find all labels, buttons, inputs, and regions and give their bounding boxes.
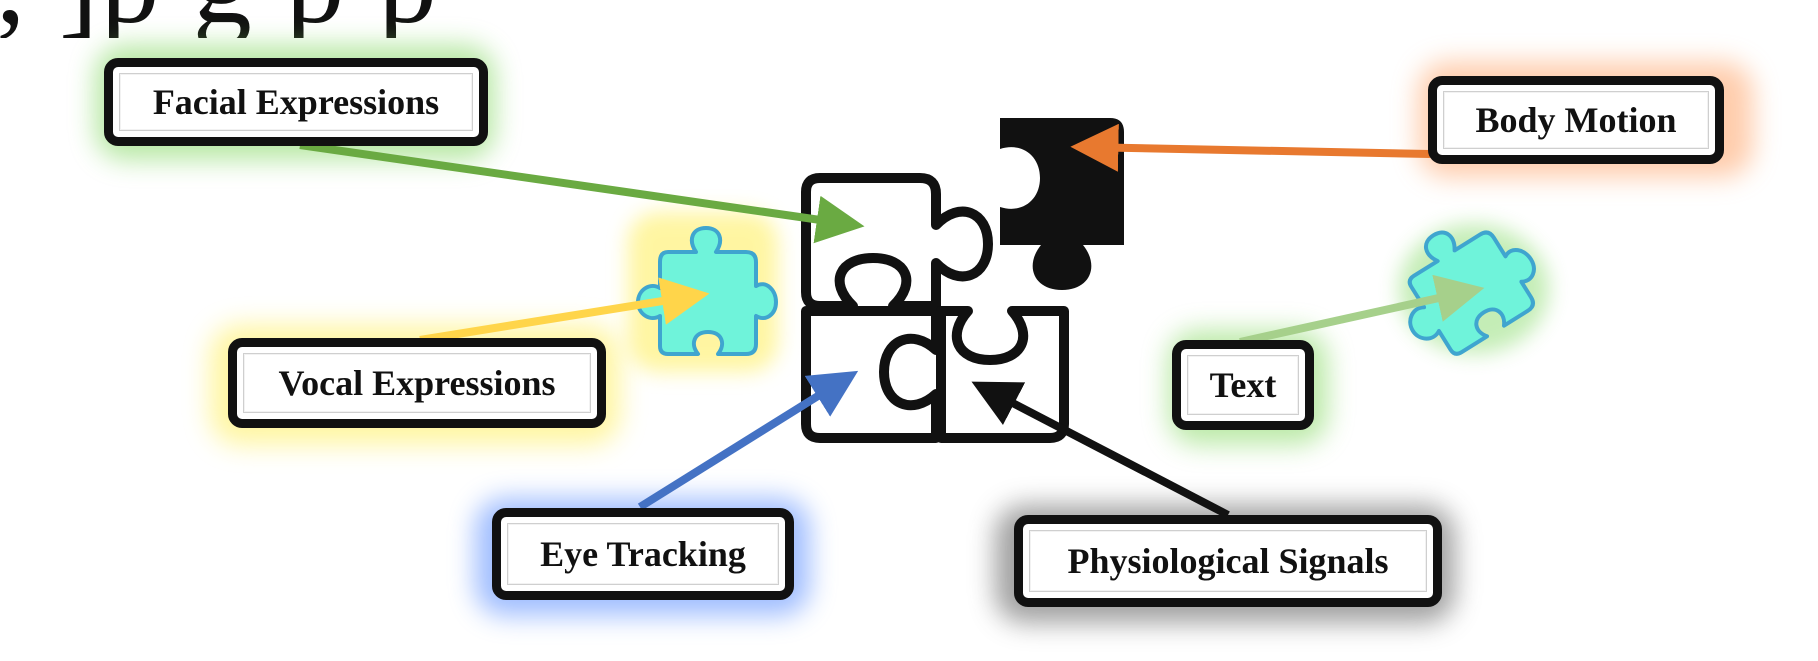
vocal-expressions-label: Vocal Expressions <box>228 338 606 428</box>
facial-expressions-text: Facial Expressions <box>119 73 473 131</box>
eye-tracking-text: Eye Tracking <box>507 523 779 585</box>
puzzle-piece-top-left <box>801 173 993 311</box>
arrow-eye <box>637 370 859 511</box>
arrow-facial <box>299 141 865 244</box>
arrow-text <box>1239 274 1485 346</box>
title-fragment: , ]p g p p <box>0 0 1814 38</box>
arrow-body <box>1070 123 1431 172</box>
vocal-expressions-text: Vocal Expressions <box>243 353 591 413</box>
physiological-signals-text: Physiological Signals <box>1029 530 1427 592</box>
body-motion-text: Body Motion <box>1443 91 1709 149</box>
physiological-signals-label: Physiological Signals <box>1014 515 1442 607</box>
text-text: Text <box>1187 355 1299 415</box>
body-motion-label: Body Motion <box>1428 76 1724 164</box>
text-label: Text <box>1172 340 1314 430</box>
puzzle-piece-bottom-right <box>936 306 1069 443</box>
arrow-vocal <box>419 277 710 344</box>
puzzle-piece-bottom-left <box>801 306 941 443</box>
arrow-physio <box>971 381 1230 519</box>
facial-expressions-label: Facial Expressions <box>104 58 488 146</box>
arrows <box>299 123 1485 519</box>
eye-tracking-label: Eye Tracking <box>492 508 794 600</box>
puzzle-icon <box>801 118 1124 443</box>
